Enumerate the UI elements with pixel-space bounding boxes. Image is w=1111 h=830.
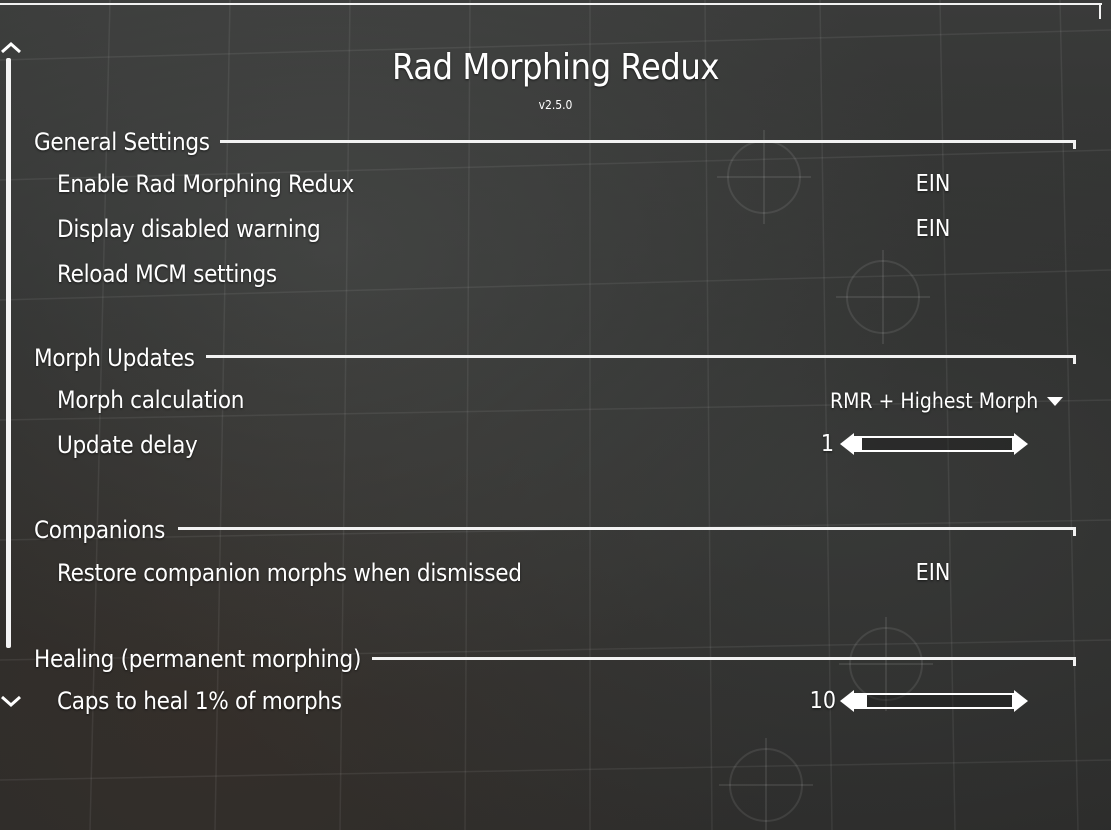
frame-top-border	[0, 3, 1102, 5]
chevron-up-icon[interactable]	[0, 40, 22, 54]
enable-rmr-toggle[interactable]: EIN	[915, 171, 951, 197]
slider-increase-arrow-icon[interactable]	[1014, 690, 1028, 712]
caret-down-icon	[1047, 396, 1064, 406]
slider-fill	[856, 438, 862, 450]
option-disabled-warning[interactable]: Display disabled warning	[57, 215, 321, 243]
option-caps-to-heal[interactable]: Caps to heal 1% of morphs	[57, 687, 342, 715]
dropdown-selected-value: RMR + Highest Morph	[830, 389, 1039, 413]
reload-mcm-button[interactable]: Reload MCM settings	[57, 260, 277, 288]
option-update-delay[interactable]: Update delay	[57, 431, 198, 459]
section-heading-morph-updates: Morph Updates	[34, 344, 195, 372]
section-divider	[372, 657, 1076, 666]
slider-decrease-arrow-icon[interactable]	[840, 433, 854, 455]
slider-decrease-arrow-icon[interactable]	[840, 690, 854, 712]
frame-corner	[1099, 3, 1101, 19]
section-heading-companions: Companions	[34, 516, 166, 544]
caps-to-heal-slider[interactable]	[840, 690, 1028, 712]
scrollbar-thumb[interactable]	[6, 58, 11, 648]
restore-companion-toggle[interactable]: EIN	[915, 560, 951, 586]
disabled-warning-toggle[interactable]: EIN	[915, 216, 951, 242]
update-delay-slider[interactable]	[840, 433, 1028, 455]
section-heading-general: General Settings	[34, 128, 210, 156]
page-title: Rad Morphing Redux	[391, 47, 720, 88]
section-heading-healing: Healing (permanent morphing)	[34, 645, 362, 673]
section-divider	[220, 140, 1076, 149]
slider-track[interactable]	[854, 436, 1014, 452]
chevron-down-icon[interactable]	[0, 694, 22, 708]
option-enable-rmr[interactable]: Enable Rad Morphing Redux	[57, 170, 354, 198]
option-morph-calculation[interactable]: Morph calculation	[57, 386, 245, 414]
section-divider	[206, 355, 1076, 364]
slider-increase-arrow-icon[interactable]	[1014, 433, 1028, 455]
version-label: v2.5.0	[538, 98, 573, 112]
caps-to-heal-value: 10	[809, 688, 836, 714]
morph-calculation-dropdown[interactable]: RMR + Highest Morph	[830, 385, 1064, 417]
slider-fill	[856, 695, 867, 707]
option-restore-companion-morphs[interactable]: Restore companion morphs when dismissed	[57, 559, 522, 587]
section-divider	[178, 527, 1076, 536]
slider-track[interactable]	[854, 693, 1014, 709]
update-delay-value: 1	[820, 431, 834, 457]
